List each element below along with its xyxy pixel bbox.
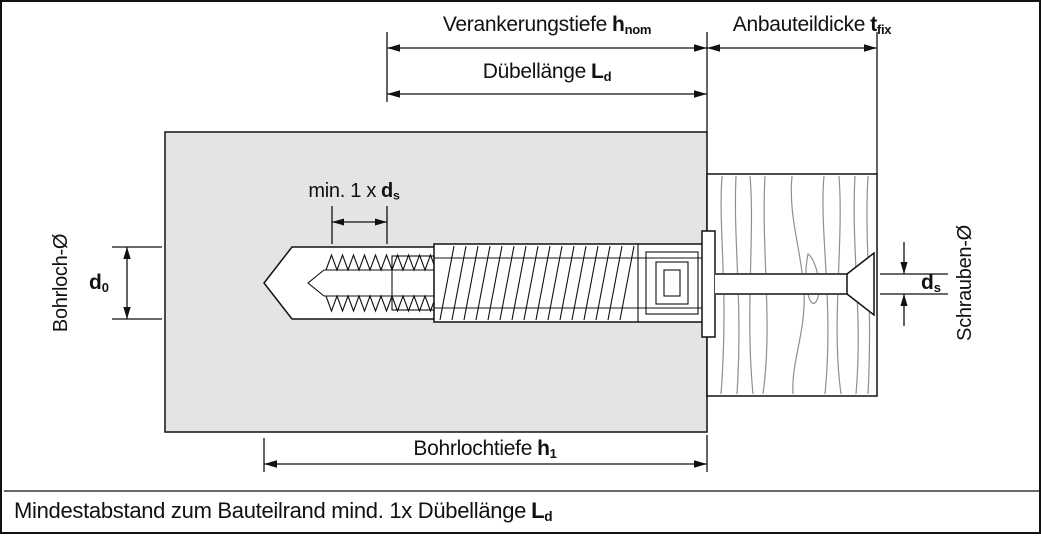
screw-tip-threads [307, 253, 437, 313]
countersunk-head [846, 251, 875, 317]
screw-shaft-head [715, 251, 875, 317]
dim-line-drill-hole-depth [263, 435, 708, 472]
dim-line-screw-dia [880, 242, 948, 326]
label-screw-dia-rotated: Schrauben-Ø [954, 225, 976, 341]
dowel-body [433, 243, 705, 323]
attachment-thickness-word: Anbauteildicke [732, 13, 866, 36]
dowel-ribs [439, 245, 635, 321]
dimension-lines [4, 32, 1041, 492]
caption-text: Mindestabstand zum Bauteilrand mind. 1x … [14, 498, 527, 523]
attachment-thickness-symbol: tfix [870, 13, 892, 37]
extension-lines-top [386, 32, 878, 174]
label-drill-hole-dia-rotated: Bohrloch-Ø [50, 233, 72, 333]
drill-hole-depth-symbol: h1 [537, 437, 557, 461]
dowel-flange [701, 230, 716, 338]
anchoring-depth-word: Verankerungstiefe [442, 13, 608, 36]
caption-min-edge-distance: Mindestabstand zum Bauteilrand mind. 1x … [14, 497, 553, 525]
dowel-length-symbol: Ld [591, 60, 612, 84]
dowel-length-word: Dübellänge [482, 60, 587, 83]
min-protrusion-word: min. 1 x [308, 180, 377, 202]
anchoring-depth-symbol: hnom [612, 13, 652, 37]
drill-hole [263, 246, 436, 320]
drill-hole-depth-word: Bohrlochtiefe [413, 437, 533, 460]
caption-symbol: Ld [531, 498, 553, 524]
min-protrusion-symbol: ds [381, 180, 400, 203]
label-screw-dia-symbol: ds [920, 271, 942, 295]
label-drill-hole-dia-symbol: d0 [88, 271, 110, 295]
